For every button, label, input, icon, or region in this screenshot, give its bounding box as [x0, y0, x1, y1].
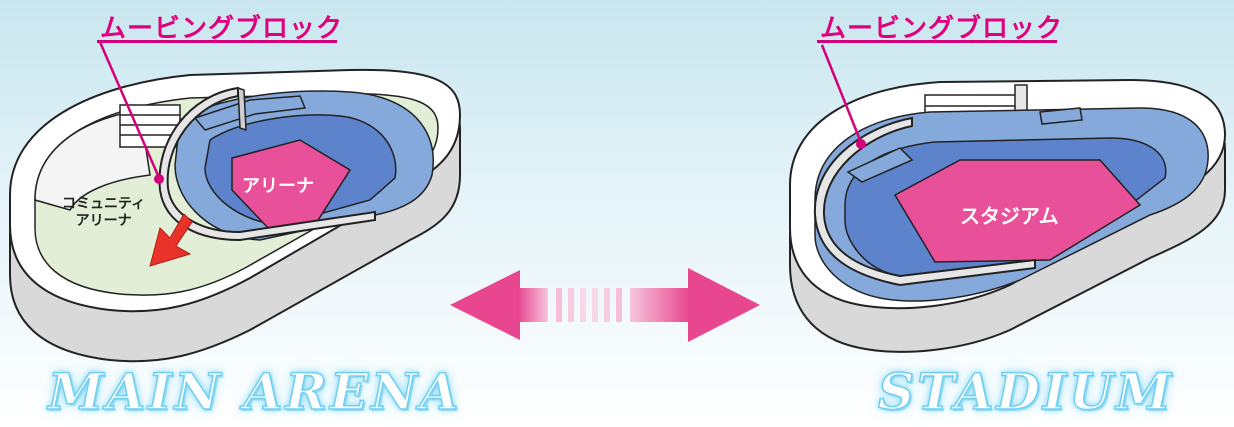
left-arena-label: アリーナ [242, 172, 314, 198]
arrow-seg-2 [568, 288, 574, 322]
left-callout-dot [154, 174, 164, 184]
arrow-seg-3 [580, 288, 586, 322]
arrow-seg-6 [616, 288, 622, 322]
left-moving-block-post [238, 88, 246, 130]
community-label-line1: コミュニティ [62, 196, 145, 213]
right-stadium-label: スタジアム [960, 200, 1059, 229]
left-community-arena-label: コミュニティ アリーナ [62, 196, 145, 230]
arrow-seg-4 [592, 288, 598, 322]
right-callout-underline [817, 40, 1057, 43]
stadium-title: STADIUM [878, 362, 1174, 421]
stadium-diagram [790, 45, 1225, 352]
arrow-right-body [630, 288, 690, 322]
main-arena-title: MAIN ARENA [48, 362, 462, 421]
right-callout-dot [856, 139, 866, 149]
arrow-seg-5 [604, 288, 610, 322]
arrow-left-head [450, 270, 520, 340]
left-callout-underline [97, 40, 337, 43]
community-label-line2: アリーナ [62, 213, 145, 230]
arrow-right-head [688, 268, 760, 342]
transform-double-arrow [450, 268, 760, 342]
arrow-seg-1 [556, 288, 562, 322]
arrow-left-body [518, 288, 548, 322]
